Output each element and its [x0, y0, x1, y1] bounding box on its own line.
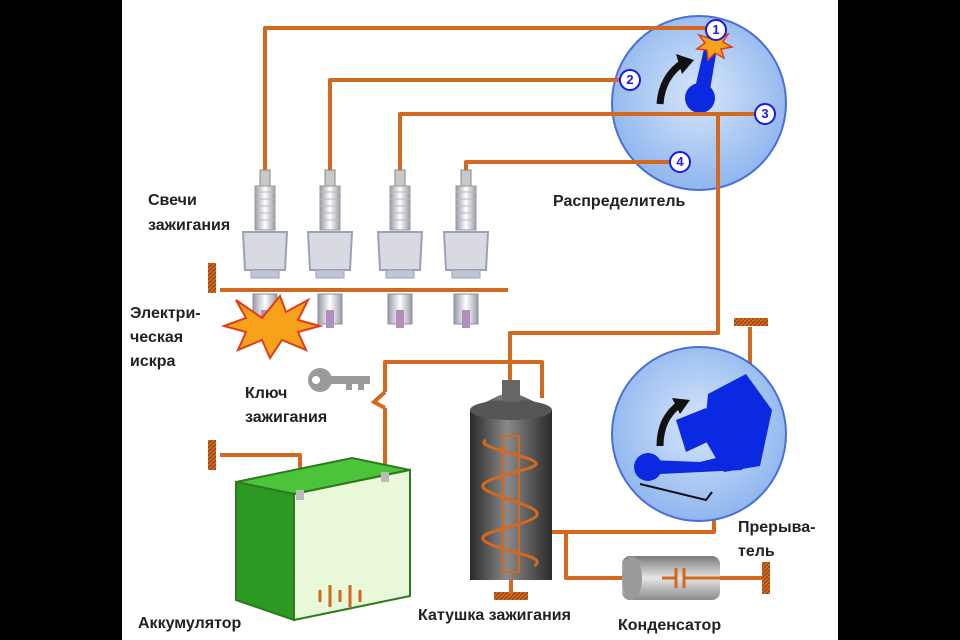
- battery-label: Аккумулятор: [138, 615, 241, 632]
- breaker-cam: [634, 374, 772, 502]
- condenser-label: Конденсатор: [618, 617, 721, 634]
- spark-label-line-1: Электри-: [130, 305, 201, 322]
- distributor-label: Распределитель: [553, 193, 686, 210]
- contact-2-label: 2: [626, 72, 633, 87]
- breaker: [611, 346, 787, 522]
- contact-4-label: 4: [676, 154, 684, 169]
- spark-label-line-3: искра: [130, 353, 176, 370]
- breaker-label-line-2: тель: [738, 543, 775, 560]
- spark-plug-3: [376, 169, 424, 328]
- plugs-label-line-2: зажигания: [148, 217, 230, 234]
- spark-plug-4: [442, 169, 490, 328]
- battery-icon: [235, 456, 411, 622]
- coil-label: Катушка зажигания: [418, 607, 571, 624]
- contact-3-label: 3: [761, 106, 768, 121]
- contact-2-marker: 2: [619, 69, 641, 91]
- spark-label-line-2: ческая: [130, 329, 183, 346]
- contact-1-label: 1: [712, 22, 719, 37]
- ignition-switch: [370, 390, 387, 472]
- spark-plug-icon: [241, 169, 490, 328]
- distributor: [611, 15, 787, 191]
- key-icon: [308, 368, 370, 392]
- spark-plug-2: [306, 169, 354, 328]
- contact-1-marker: 1: [705, 19, 727, 41]
- contact-4-marker: 4: [669, 151, 691, 173]
- rotation-arrow-icon: [656, 54, 694, 105]
- ignition-coil-icon: [470, 380, 552, 594]
- spark-plug-1: [241, 169, 289, 328]
- ground-icon: [208, 263, 770, 600]
- key-label-line-2: зажигания: [245, 409, 327, 426]
- distributor-contacts: 1 2 3 4: [619, 19, 776, 173]
- key-label-line-1: Ключ: [245, 385, 287, 402]
- spark-burst-icon: [220, 294, 324, 361]
- condenser-icon: [622, 556, 720, 600]
- rotation-arrow-icon: [656, 398, 690, 447]
- breaker-label-line-1: Прерыва-: [738, 519, 815, 536]
- contact-3-marker: 3: [754, 103, 776, 125]
- spark-burst-icon: [695, 30, 735, 62]
- plugs-label-line-1: Свечи: [148, 192, 197, 209]
